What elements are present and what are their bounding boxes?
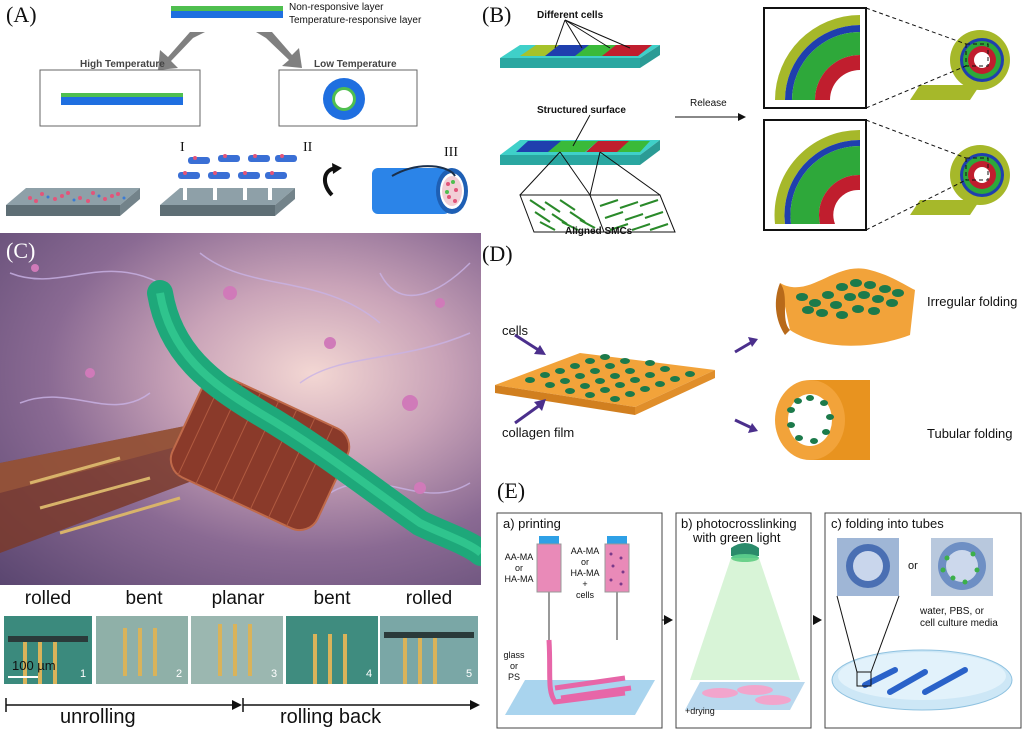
- state-label-5: rolled: [405, 588, 453, 609]
- ink-1-line-1: AA-MA: [504, 552, 534, 562]
- panel-a-diagram: [6, 6, 468, 216]
- panel-b-diagram: [500, 7, 1010, 233]
- irregular-fold: [780, 268, 915, 346]
- ink-1-line-3: HA-MA: [504, 574, 534, 584]
- smc-box-right: [589, 194, 676, 233]
- temperature-responsive-layer-swatch: [171, 11, 283, 18]
- syringe-1: [536, 543, 562, 593]
- panel-c-label: (C): [6, 238, 36, 263]
- irregular-folding-label: Irregular folding: [927, 294, 1018, 309]
- step-ii-label: II: [303, 140, 313, 155]
- panel-e-label: (E): [497, 478, 526, 503]
- unrolling-label: unrolling: [60, 706, 136, 728]
- step-photocrosslinking-label-2: with green light: [693, 530, 781, 545]
- different-cells-label: Different cells: [537, 10, 604, 21]
- collagen-film-label: collagen film: [502, 425, 575, 440]
- panel-c-rendering: [0, 252, 481, 566]
- frame-number-3: 3: [271, 668, 278, 680]
- release-arrow: [738, 113, 746, 121]
- non-responsive-layer-label: Non-responsive layer: [289, 2, 384, 13]
- step3-tube: [372, 168, 450, 214]
- substrate-line-1: glass: [503, 650, 525, 660]
- tubular-folding-label: Tubular folding: [927, 426, 1013, 441]
- state-label-4: bent: [313, 588, 351, 609]
- rolling-back-label: rolling back: [280, 706, 382, 728]
- panel-b: Different cells Structured surface Relea…: [490, 0, 1024, 240]
- scale-bar-label: 100 µm: [12, 658, 56, 673]
- panel-e: a) printing b) photocrosslinking with gr…: [495, 510, 1024, 733]
- structured-surface-label: Structured surface: [537, 105, 626, 116]
- step-folding-label: c) folding into tubes: [831, 516, 944, 531]
- temperature-responsive-layer-label: Temperature-responsive layer: [289, 15, 422, 26]
- green-light: [690, 558, 800, 680]
- ink-1-label: AA-MA or HA-MA: [501, 552, 537, 585]
- drying-label: +drying: [685, 706, 715, 716]
- panel-c-frames: rolled bent planar bent rolled 100 µm 1 …: [0, 588, 481, 733]
- arrow-low-temp: [256, 32, 302, 68]
- step2-slab: [160, 188, 295, 205]
- panel-a-label: (A): [6, 2, 37, 27]
- low-temperature-label: Low Temperature: [314, 59, 397, 70]
- step1-cells: [28, 191, 120, 203]
- rolled-film: [170, 375, 350, 531]
- ink-2-line-3: HA-MA: [570, 568, 600, 578]
- state-label-3: planar: [211, 588, 265, 609]
- collagen-film: [495, 353, 715, 407]
- direction-arrows: [5, 698, 480, 712]
- frame-5: [380, 616, 478, 684]
- panel-e-diagram: [496, 512, 1022, 729]
- panel-d-diagram: [495, 268, 915, 460]
- aligned-smcs-label: Aligned SMCs: [565, 226, 633, 237]
- or-label: or: [908, 560, 918, 572]
- frame-number-4: 4: [366, 668, 373, 680]
- substrate-label: glass or PS: [501, 650, 527, 683]
- scale-bar: [8, 676, 38, 678]
- ink-2-line-1: AA-MA: [570, 546, 600, 556]
- frame-number-1: 1: [80, 668, 87, 680]
- film-cells: [525, 354, 695, 402]
- frame-number-5: 5: [466, 668, 473, 680]
- arrow-high-temp: [158, 32, 205, 70]
- media-label: water, PBS, or cell culture media: [920, 606, 998, 630]
- step-printing-label: a) printing: [503, 516, 561, 531]
- state-label-1: rolled: [24, 588, 72, 609]
- panel-b-label: (B): [482, 2, 512, 27]
- panel-c-image: [0, 233, 481, 585]
- step-iii-label: III: [444, 145, 458, 160]
- ink-1-line-2: or: [514, 563, 523, 573]
- media-line-1: water, PBS, or: [920, 606, 984, 617]
- ink-2-label: AA-MA or HA-MA + cells: [567, 546, 603, 601]
- panel-a: Non-responsive layer Temperature-respons…: [0, 0, 480, 230]
- step-i-label: I: [180, 140, 185, 155]
- high-temperature-label: High Temperature: [80, 59, 165, 70]
- state-label-2: bent: [125, 588, 163, 609]
- step1-slab: [6, 188, 140, 205]
- syringe-2: [604, 543, 630, 593]
- cells-label: cells: [502, 323, 529, 338]
- ink-2-line-2: or: [580, 557, 589, 567]
- micrograph-strip: [4, 616, 478, 684]
- frame-1: [4, 616, 92, 684]
- ink-2-line-4: +: [582, 579, 588, 589]
- panel-d-label: (D): [482, 241, 513, 266]
- panel-d: cells collagen film Irregular folding Tu…: [490, 255, 1024, 480]
- ink-2-line-5: cells: [575, 590, 594, 600]
- release-label: Release: [690, 98, 727, 109]
- media-line-2: cell culture media: [920, 618, 998, 629]
- step-photocrosslinking-label-1: b) photocrosslinking: [681, 516, 797, 531]
- substrate-line-3: PS: [507, 672, 520, 682]
- non-responsive-layer-swatch: [171, 6, 283, 11]
- substrate-line-2: or: [509, 661, 518, 671]
- frame-number-2: 2: [176, 668, 183, 680]
